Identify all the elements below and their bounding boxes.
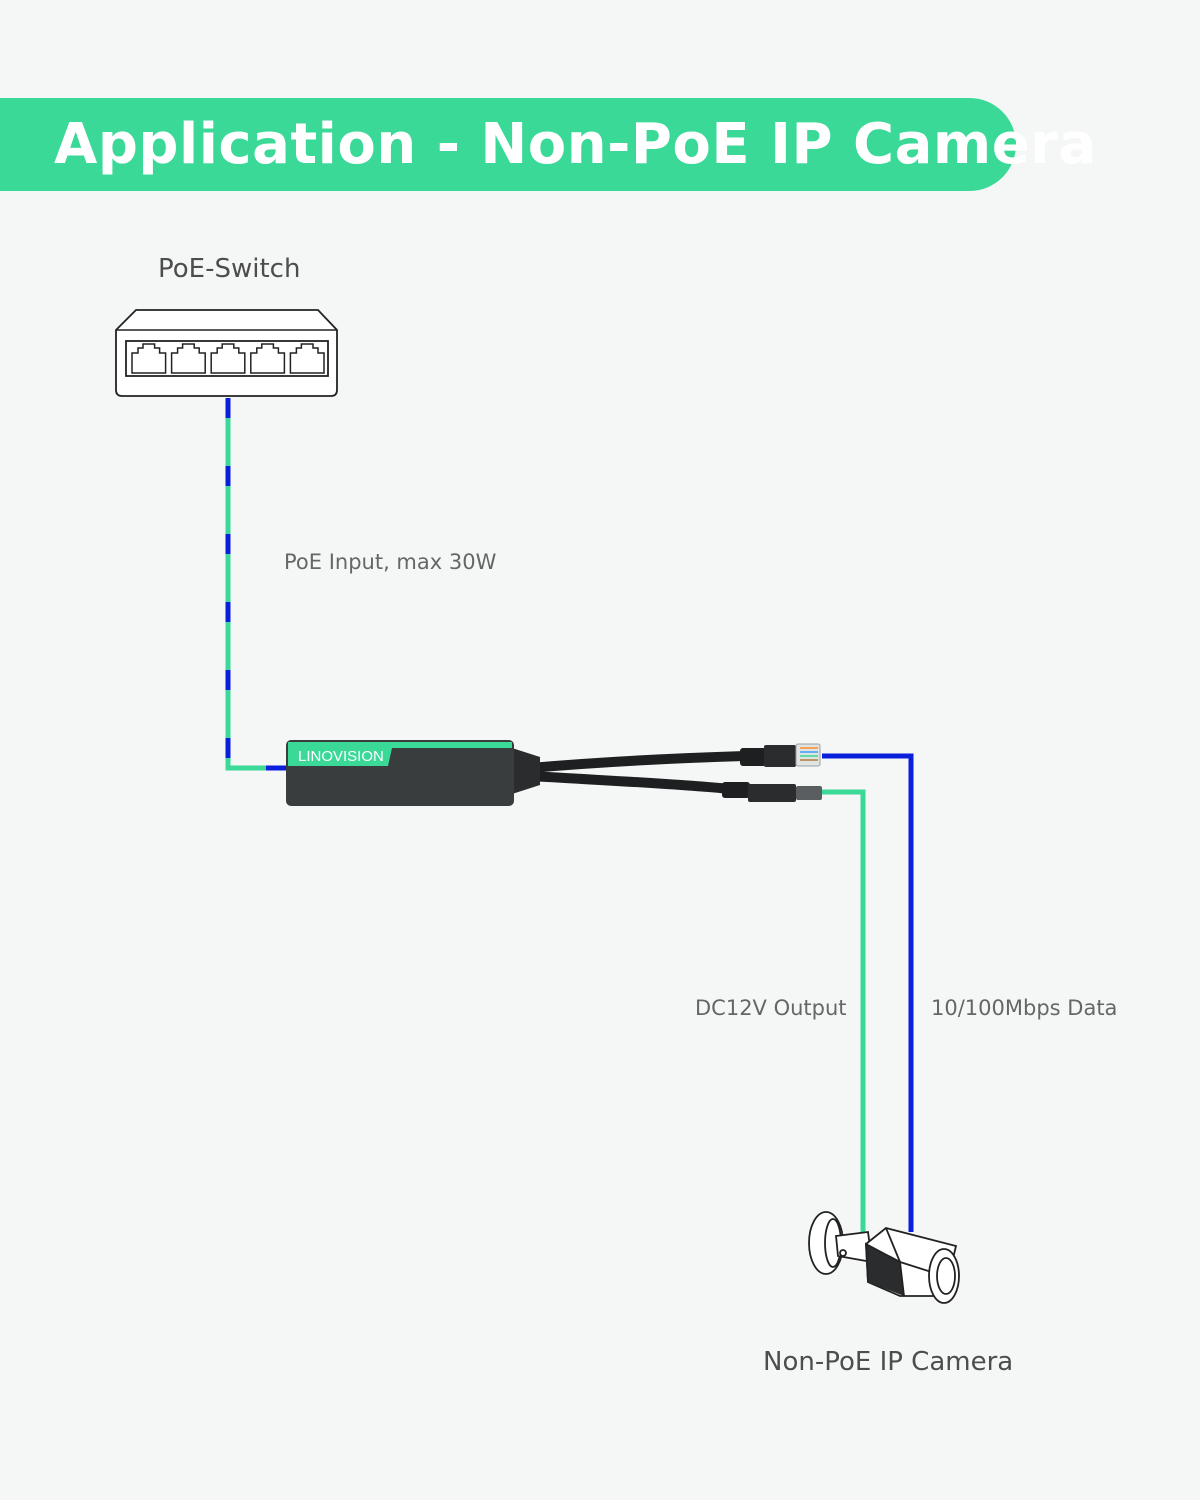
- switch-port-icon: [250, 343, 286, 374]
- switch-port-icon: [131, 343, 167, 374]
- dc-output-cable: [822, 789, 866, 1232]
- data-cable: [822, 753, 914, 1232]
- data-label: 10/100Mbps Data: [931, 996, 1118, 1020]
- poe-input-cable: [225, 398, 288, 771]
- switch-port-icon: [210, 343, 246, 374]
- poe-input-label: PoE Input, max 30W: [284, 550, 497, 574]
- switch-label: PoE-Switch: [158, 254, 301, 284]
- dc-output-label: DC12V Output: [695, 996, 847, 1020]
- ip-camera-icon: [808, 1211, 960, 1304]
- rj45-connector-icon: [740, 743, 821, 767]
- switch-icon: [115, 309, 338, 397]
- camera-label: Non-PoE IP Camera: [763, 1347, 1014, 1377]
- brand-label: LINOVISION: [298, 748, 384, 765]
- title-banner: Application - Non-PoE IP Camera: [0, 98, 1096, 191]
- splitter-cables: [525, 751, 750, 794]
- switch-port-icon: [289, 343, 325, 374]
- switch-port-icon: [170, 343, 206, 374]
- dc-barrel-plug-icon: [722, 782, 822, 802]
- page-title: Application - Non-PoE IP Camera: [54, 112, 1097, 177]
- poe-splitter-device: LINOVISION: [286, 740, 540, 806]
